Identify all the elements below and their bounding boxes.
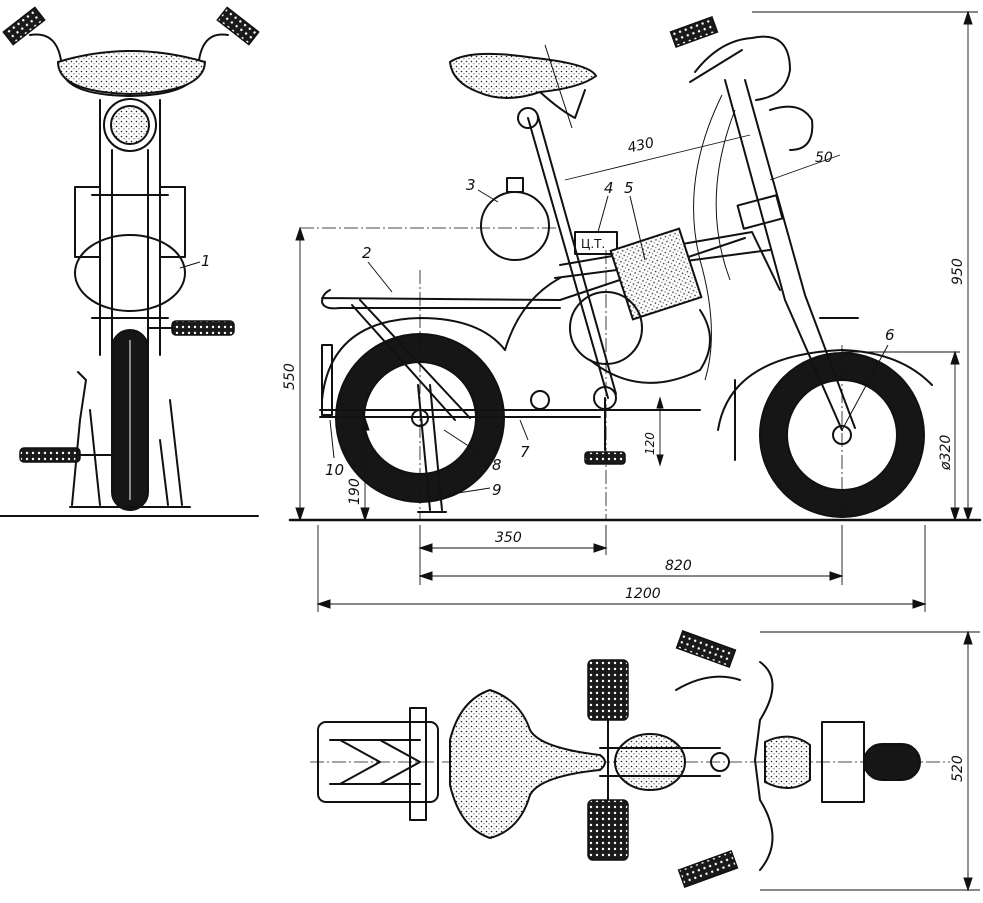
front-view: 1 [0, 6, 260, 517]
callout-8: 8 [492, 456, 502, 474]
top-headlight-icon [764, 735, 811, 789]
front-stand [71, 371, 101, 506]
top-grip-upper-icon [675, 630, 737, 668]
side-view: 2 3 Ц.Т. 4 5 [282, 10, 982, 612]
front-right-footrest-icon [171, 320, 235, 336]
callout-1: 1 [201, 252, 211, 270]
callout-9: 9 [492, 481, 502, 499]
front-handlebar [29, 33, 229, 97]
side-handlebar [694, 35, 791, 101]
front-fuel-tank [74, 234, 186, 312]
top-view: 520 [310, 630, 980, 892]
dim-520: 520 [950, 755, 966, 782]
dim-820: 820 [665, 558, 692, 574]
front-saddle [56, 50, 207, 96]
front-right-side-panel [159, 186, 186, 258]
top-grip-lower-icon [677, 850, 739, 888]
dim-550: 550 [282, 363, 298, 390]
front-left-footrest-icon [19, 447, 81, 463]
seat-post [527, 117, 609, 399]
dim-120: 120 [643, 432, 657, 455]
side-pedal-icon [584, 451, 626, 465]
front-headlight-icon [103, 98, 157, 152]
tank-marking: Ц.Т. [581, 237, 605, 251]
side-saddle [448, 52, 598, 99]
engine-cylinder [609, 227, 703, 321]
dim-350: 350 [495, 530, 522, 546]
front-mudguard [717, 349, 933, 431]
ignition-box [574, 231, 618, 255]
dim-50: 50 [815, 150, 833, 166]
top-handlebar [754, 661, 774, 871]
top-saddle [449, 688, 606, 840]
dim-190: 190 [347, 478, 363, 505]
callout-4: 4 [604, 179, 614, 197]
side-headlight-icon [769, 105, 814, 151]
front-left-side-panel [74, 186, 101, 258]
top-pedal-upper-icon [587, 659, 629, 721]
dim-1200: 1200 [625, 586, 661, 602]
front-left-grip-icon [2, 6, 46, 46]
callout-3: 3 [466, 176, 476, 194]
callout-7: 7 [520, 443, 530, 461]
front-right-grip-icon [216, 6, 260, 46]
dim-950: 950 [950, 258, 966, 285]
dim-430: 430 [626, 135, 656, 157]
top-pedal-lower-icon [587, 799, 629, 861]
steering-column [724, 79, 843, 431]
callout-6: 6 [885, 326, 895, 344]
horn-icon [480, 191, 550, 261]
top-engine [614, 733, 686, 791]
callout-5: 5 [624, 179, 634, 197]
front-headlight-lens [110, 105, 150, 145]
dim-320: ø320 [938, 435, 954, 471]
side-grip-icon [669, 15, 719, 49]
top-front-wheel [863, 743, 921, 781]
callout-2: 2 [362, 244, 372, 262]
callout-10: 10 [325, 461, 344, 479]
top-rear-rack [317, 721, 439, 803]
